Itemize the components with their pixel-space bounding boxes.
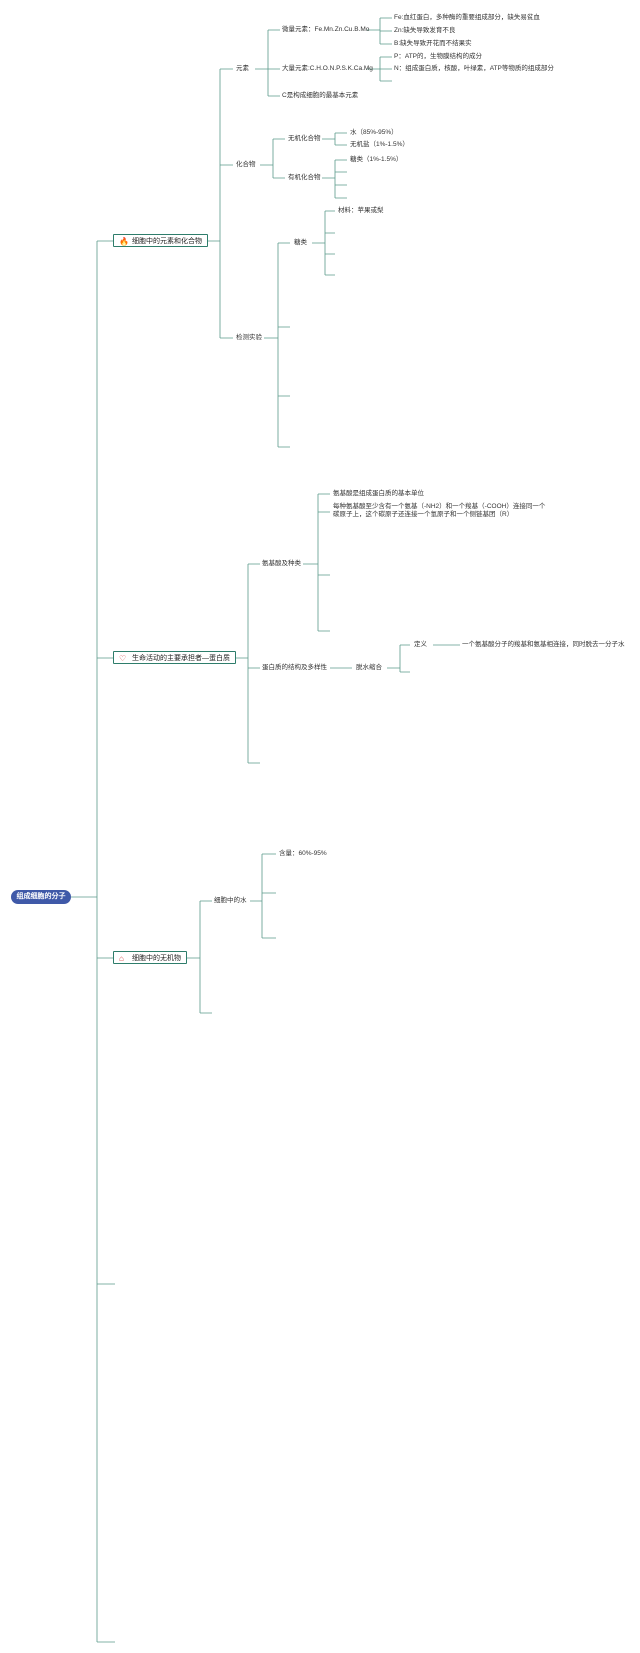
node-micro-elements[interactable]: 微量元素：Fe.Mn.Zn.Cu.B.Mo: [282, 26, 370, 33]
node-aa-structure[interactable]: 每种氨基酸至少含有一个氨基（-NH2）和一个羧基（-COOH）连接同一个碳原子上…: [333, 503, 546, 518]
node-water-in-cell[interactable]: 细胞中的水: [214, 897, 247, 904]
root-node[interactable]: 组成细胞的分子: [11, 890, 71, 904]
node-water-percent[interactable]: 水（85%-95%）: [350, 129, 398, 136]
node-compounds[interactable]: 化合物: [236, 161, 256, 168]
node-detection[interactable]: 检测实验: [236, 334, 262, 341]
house-icon: ⌂: [119, 954, 124, 963]
node-b-note[interactable]: B:缺失导致开花而不结果实: [394, 40, 472, 47]
node-aa-unit[interactable]: 氨基酸是组成蛋白质的基本单位: [333, 490, 424, 497]
node-protein-diversity[interactable]: 蛋白质的结构及多样性: [262, 664, 327, 671]
node-n-note[interactable]: N：组成蛋白质，核酸，叶绿素，ATP等物质的组成部分: [394, 65, 554, 72]
node-definition-text[interactable]: 一个氨基酸分子的羧基和氨基相连接，同时脱去一分子水: [462, 641, 625, 648]
branch-label: 生命活动的主要承担者—蛋白质: [132, 655, 230, 662]
branch-protein[interactable]: ♡ 生命活动的主要承担者—蛋白质: [113, 651, 236, 664]
node-macro-elements[interactable]: 大量元素:C.H.O.N.P.S.K.Ca.Mg: [282, 65, 373, 72]
node-zn-note[interactable]: Zn:缺失导致发育不良: [394, 27, 456, 34]
node-fe-note[interactable]: Fe:血红蛋白，多种酶的重要组成部分，缺失易贫血: [394, 14, 540, 21]
node-water-content[interactable]: 含量：60%-95%: [279, 850, 327, 857]
node-definition[interactable]: 定义: [414, 641, 427, 648]
branch-inorganic[interactable]: ⌂ 细胞中的无机物: [113, 951, 187, 964]
node-sugar[interactable]: 糖类: [294, 239, 307, 246]
node-organic-compounds[interactable]: 有机化合物: [288, 174, 321, 181]
branch-elements-compounds[interactable]: 🔥 细胞中的元素和化合物: [113, 234, 208, 247]
node-sugar-percent[interactable]: 糖类（1%-1.5%）: [350, 156, 403, 163]
heart-icon: ♡: [119, 654, 127, 663]
node-inorganic-compounds[interactable]: 无机化合物: [288, 135, 321, 142]
branch-label: 细胞中的无机物: [132, 955, 181, 962]
node-carbon-basic[interactable]: C是构成细胞的最基本元素: [282, 92, 359, 99]
fire-icon: 🔥: [119, 237, 129, 246]
node-p-note[interactable]: P：ATP的，生物膜结构的成分: [394, 53, 482, 60]
node-dehydration[interactable]: 脱水缩合: [356, 664, 382, 671]
node-material[interactable]: 材料：苹果或梨: [338, 207, 384, 214]
node-amino-acids[interactable]: 氨基酸及种类: [262, 560, 301, 567]
node-salt-percent[interactable]: 无机盐（1%-1.5%）: [350, 141, 409, 148]
branch-label: 细胞中的元素和化合物: [132, 238, 202, 245]
node-elements[interactable]: 元素: [236, 65, 249, 72]
